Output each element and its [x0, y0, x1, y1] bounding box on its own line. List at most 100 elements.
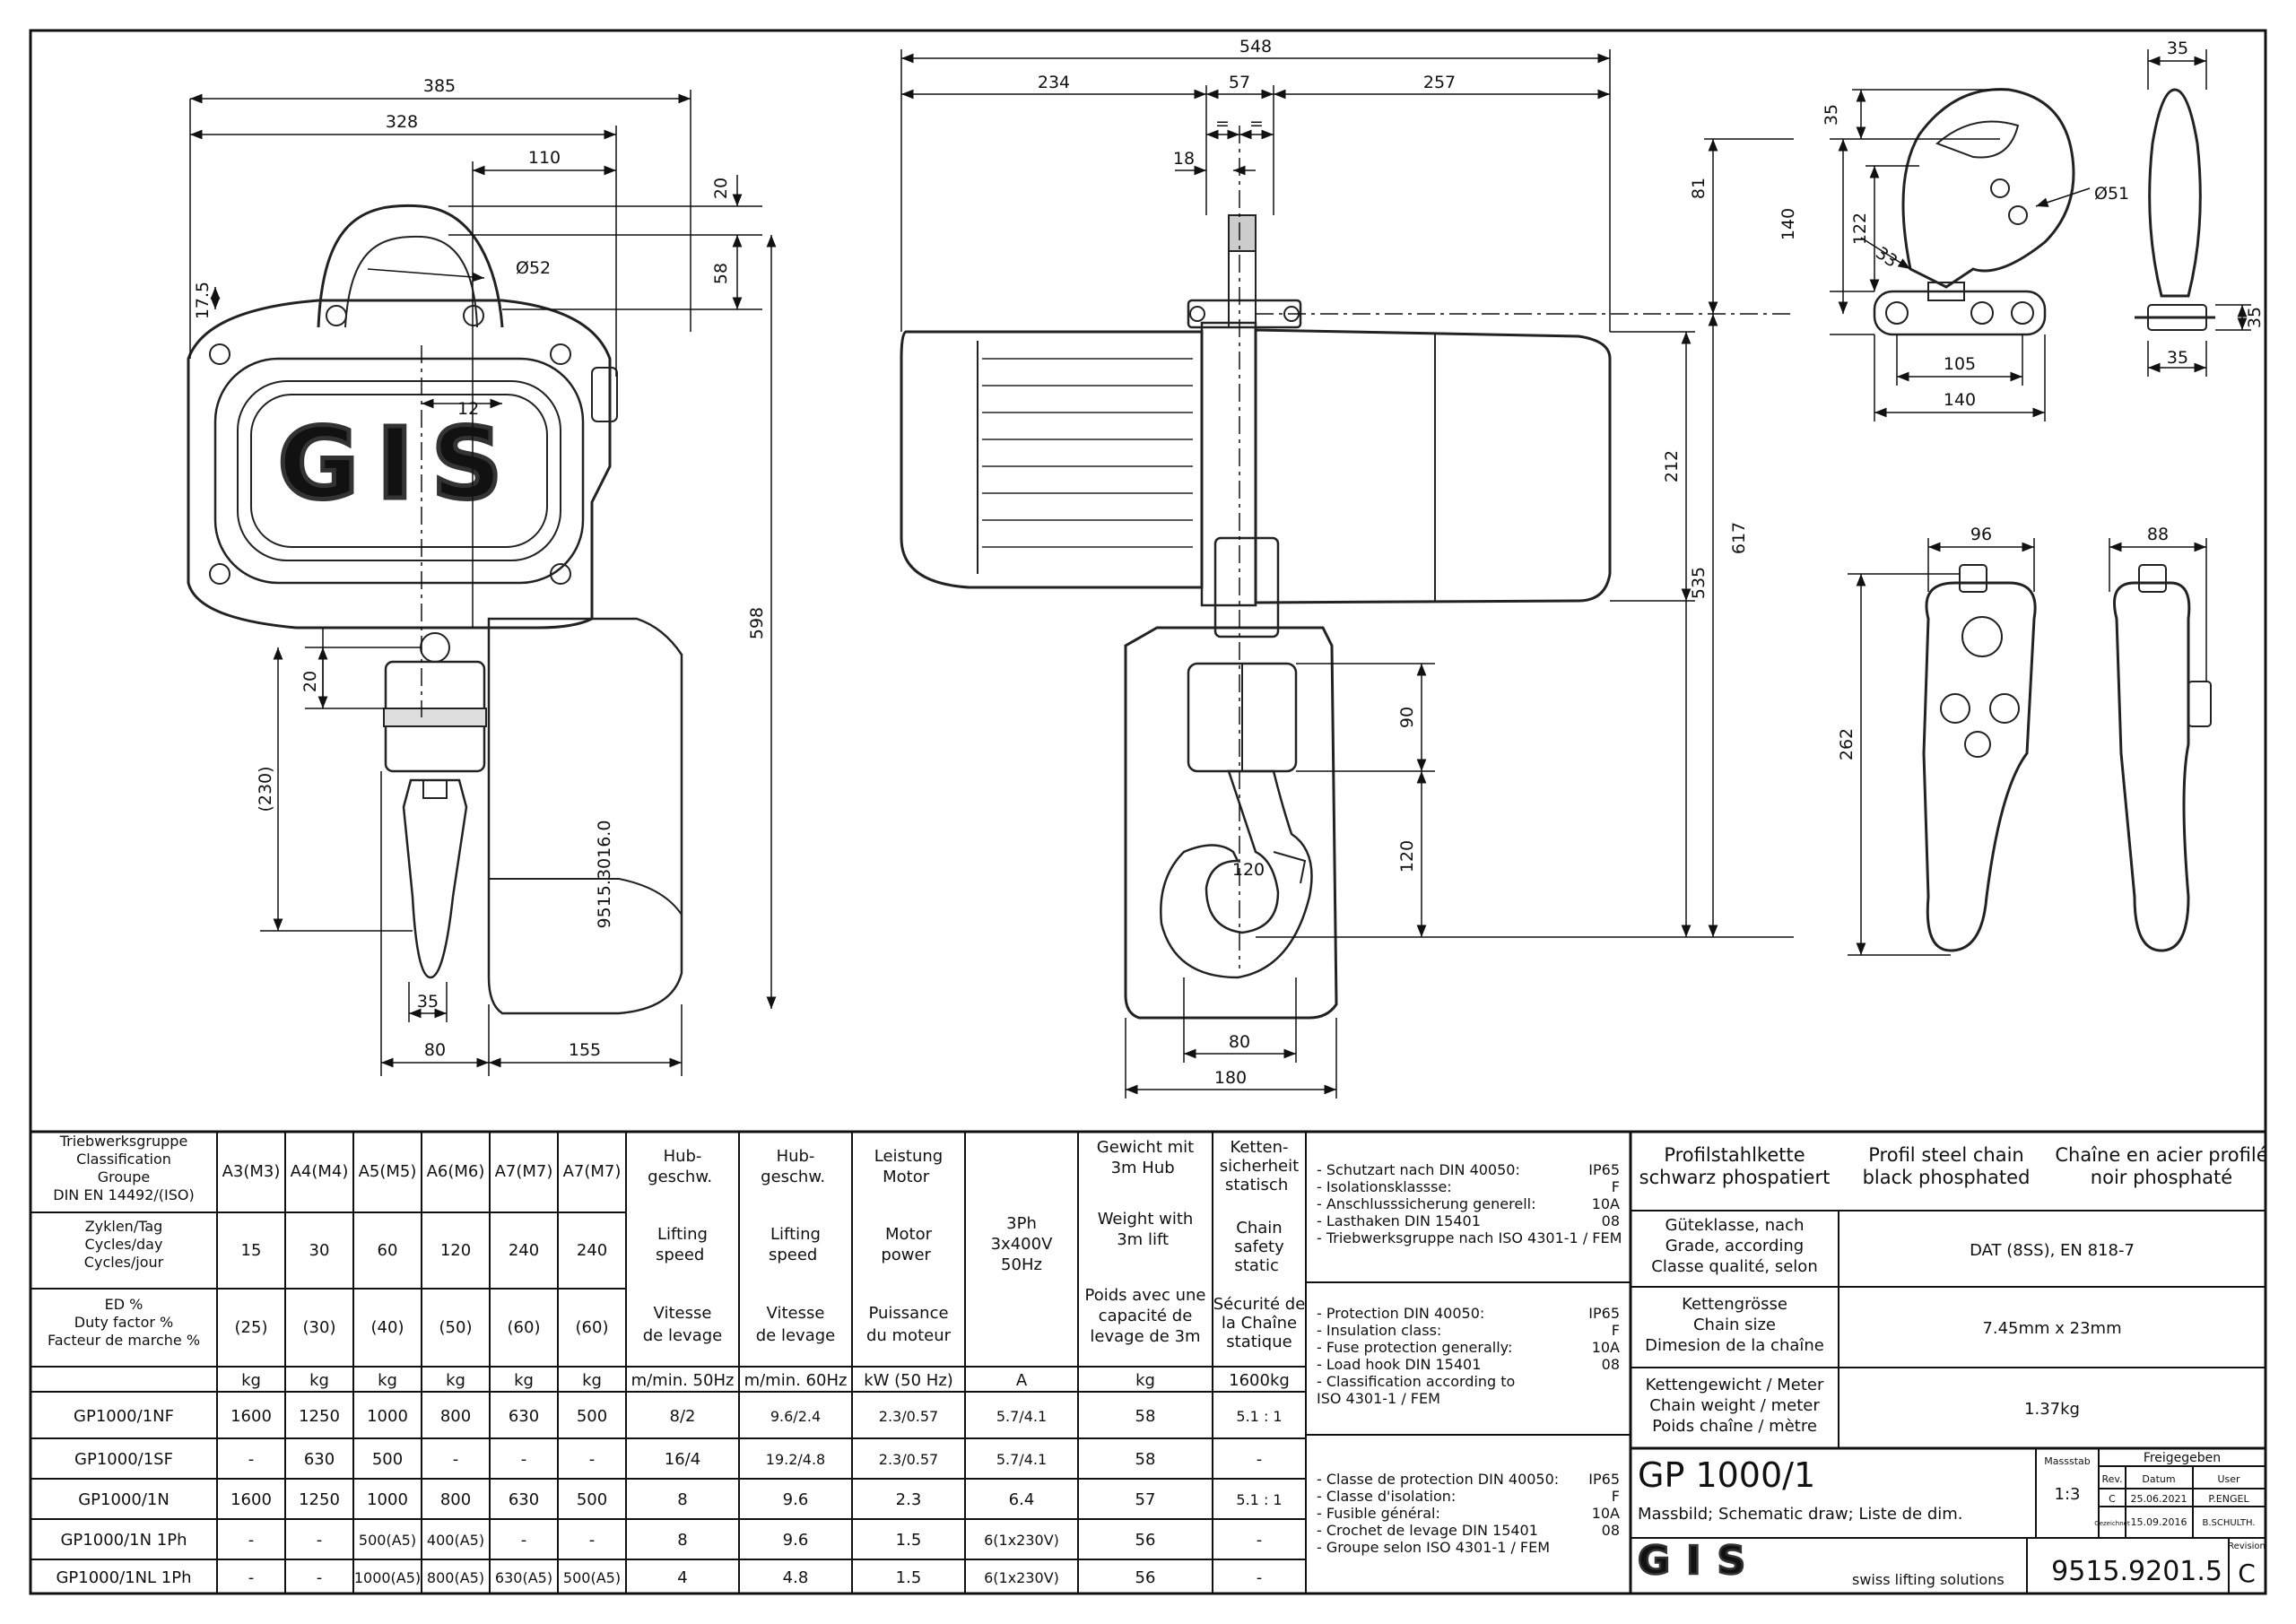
dim-80-front: 80: [424, 1040, 446, 1060]
dim-88: 88: [2147, 525, 2169, 544]
serial-number: 9515.3016.0: [595, 821, 614, 929]
dim-18: 18: [1173, 149, 1195, 169]
scale-value: 1:3: [2055, 1485, 2081, 1504]
tagline: swiss lifting solutions: [1852, 1571, 2005, 1588]
unit-6: kg: [582, 1371, 602, 1390]
table-cell: 56: [1135, 1568, 1156, 1587]
model-name: GP1000/1N: [78, 1490, 170, 1509]
table-cell: 1.5: [896, 1531, 922, 1550]
table-cell: 9.6: [783, 1531, 809, 1550]
cycles-a5: 60: [378, 1241, 398, 1260]
table-cell: -: [521, 1450, 527, 1469]
dim-20-side: 20: [300, 671, 320, 692]
spec-value: F: [1612, 1178, 1620, 1195]
table-cell: 6(1x230V): [984, 1569, 1059, 1586]
table-cell: 58: [1135, 1450, 1156, 1469]
table-cell: 500(A5): [563, 1569, 621, 1586]
model-name: GP1000/1NF: [74, 1407, 174, 1426]
model-name: GP1000/1SF: [74, 1450, 173, 1469]
hook-detail: [1873, 88, 2215, 336]
cycles-a4: 30: [309, 1241, 330, 1260]
table-cell: 1.5: [896, 1568, 922, 1587]
spec-line: - Classification according to: [1317, 1373, 1515, 1390]
table-cell: 1000: [367, 1407, 408, 1426]
ed-a7-2: (60): [576, 1318, 609, 1337]
spec-value: 10A: [1592, 1339, 1620, 1356]
unit-3: kg: [378, 1371, 397, 1390]
spec-value: 08: [1602, 1356, 1620, 1373]
table-cell: 800: [440, 1407, 471, 1426]
table-cell: -: [521, 1531, 527, 1550]
dim-35-hook-width: 35: [2167, 39, 2188, 58]
table-cell: 2.3/0.57: [879, 1408, 938, 1425]
ed-a4: (30): [303, 1318, 336, 1337]
dim-96: 96: [1970, 525, 1992, 544]
dim-35-hook-side: 35: [2245, 307, 2265, 328]
table-cell: -: [248, 1568, 255, 1587]
dim-598: 598: [747, 607, 767, 639]
spec-line: - Triebwerksgruppe nach ISO 4301-1 / FEM: [1317, 1229, 1622, 1246]
unit-12: 1600kg: [1229, 1371, 1290, 1390]
ed-a7-1: (60): [508, 1318, 541, 1337]
spec-line: - Insulation class:: [1317, 1322, 1441, 1339]
dim-385: 385: [423, 76, 456, 96]
table-cell: -: [1257, 1450, 1263, 1469]
unit-7: m/min. 50Hz: [631, 1371, 735, 1390]
cycles-a7-2: 240: [577, 1241, 607, 1260]
dim-617: 617: [1729, 522, 1749, 554]
dim-90: 90: [1397, 707, 1417, 728]
table-cell: 8: [677, 1490, 687, 1509]
drawn-label: Gezeichnet: [2094, 1520, 2130, 1527]
dim-155: 155: [569, 1040, 601, 1060]
unit-2: kg: [309, 1371, 329, 1390]
dim-20-top: 20: [711, 178, 731, 199]
spec-value: IP65: [1588, 1305, 1620, 1322]
dim-d51: Ø51: [2094, 184, 2129, 204]
table-cell: 500: [577, 1490, 607, 1509]
ed-a5: (40): [371, 1318, 404, 1337]
date-value: 25.06.2021: [2131, 1493, 2187, 1505]
table-cell: 5.1 : 1: [1236, 1491, 1282, 1508]
cycles-a3: 15: [241, 1241, 262, 1260]
table-cell: 630: [304, 1450, 335, 1469]
date-header: Datum: [2142, 1473, 2175, 1485]
drawn-user: B.SCHULTH.: [2202, 1518, 2255, 1528]
spec-line: - Classe de protection DIN 40050:: [1317, 1471, 1559, 1488]
table-cell: 5.7/4.1: [996, 1408, 1047, 1425]
dim-180: 180: [1214, 1068, 1247, 1088]
dim-81: 81: [1689, 178, 1709, 199]
table-cell: 500(A5): [359, 1532, 416, 1549]
table-cell: 6(1x230V): [984, 1532, 1059, 1549]
table-cell: 630: [509, 1407, 539, 1426]
unit-5: kg: [514, 1371, 534, 1390]
class-a7-2: A7(M7): [563, 1162, 622, 1181]
table-cell: 1600: [230, 1407, 272, 1426]
dim-234: 234: [1038, 73, 1070, 92]
revision-value: C: [2238, 1559, 2256, 1588]
spec-line: - Protection DIN 40050:: [1317, 1305, 1484, 1322]
unit-1: kg: [241, 1371, 261, 1390]
pendant-control: [1922, 564, 2212, 952]
unit-11: kg: [1135, 1371, 1155, 1390]
spec-value: IP65: [1588, 1471, 1620, 1488]
spec-value: 10A: [1592, 1195, 1620, 1212]
spec-line: - Groupe selon ISO 4301-1 / FEM: [1317, 1539, 1550, 1556]
dim-eq-right: =: [1249, 114, 1264, 134]
side-view: [900, 214, 1612, 1020]
revision-label: Revision: [2228, 1541, 2266, 1551]
ed-a6: (50): [439, 1318, 473, 1337]
drawn-date: 15.09.2016: [2131, 1516, 2187, 1528]
class-a4: A4(M4): [291, 1162, 349, 1181]
table-cell: 630: [509, 1490, 539, 1509]
table-cell: 800(A5): [427, 1569, 484, 1586]
spec-value: 08: [1602, 1212, 1620, 1229]
dim-140-hook: 140: [1779, 208, 1798, 240]
cycles-a6: 120: [440, 1241, 471, 1260]
dim-120-height: 120: [1397, 840, 1417, 873]
spec-line: - Load hook DIN 15401: [1317, 1356, 1481, 1373]
